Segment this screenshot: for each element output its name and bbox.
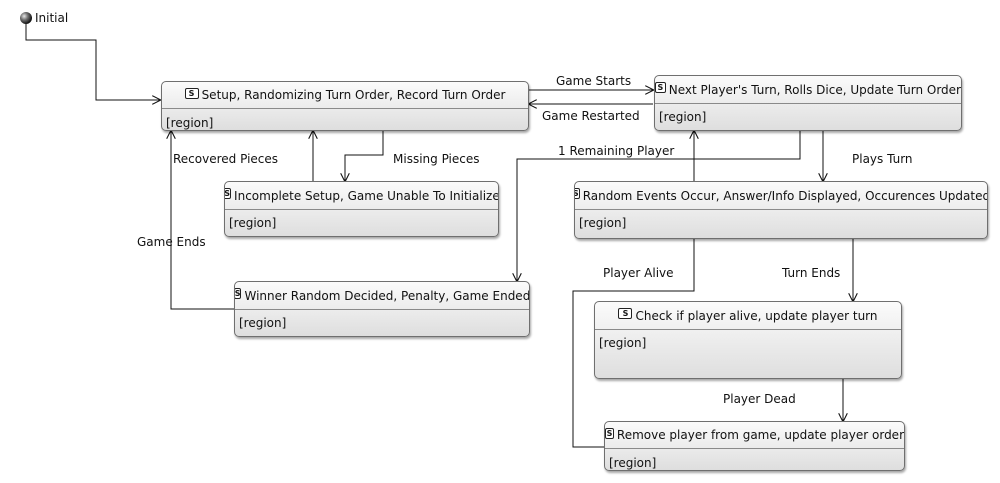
state-remove-player[interactable]: S Remove player from game, update player… xyxy=(604,421,905,471)
state-machine-icon: S xyxy=(225,188,232,199)
state-winner[interactable]: S Winner Random Decided, Penalty, Game E… xyxy=(234,281,530,337)
transition-label-plays-turn[interactable]: Plays Turn xyxy=(852,152,913,166)
transition-label-recovered-pieces[interactable]: Recovered Pieces xyxy=(173,152,279,166)
transition-label-player-dead[interactable]: Player Dead xyxy=(723,392,796,406)
edge-initial-to-setup[interactable] xyxy=(25,24,160,100)
state-title: Setup, Randomizing Turn Order, Record Tu… xyxy=(201,88,506,102)
state-region: [region] xyxy=(599,336,647,350)
transition-label-player-alive[interactable]: Player Alive xyxy=(603,266,674,280)
state-region: [region] xyxy=(166,116,214,130)
state-machine-icon: S xyxy=(184,87,199,99)
state-title: Remove player from game, update player o… xyxy=(616,428,904,442)
state-incomplete[interactable]: S Incomplete Setup, Game Unable To Initi… xyxy=(224,181,499,237)
edge-one-remaining[interactable] xyxy=(517,131,801,281)
state-title: Winner Random Decided, Penalty, Game End… xyxy=(244,288,529,303)
state-region: [region] xyxy=(659,110,707,124)
state-region: [region] xyxy=(609,456,657,470)
transition-label-missing-pieces[interactable]: Missing Pieces xyxy=(393,152,480,166)
state-next-turn[interactable]: S Next Player's Turn, Rolls Dice, Update… xyxy=(654,75,962,131)
initial-node[interactable] xyxy=(20,12,32,24)
state-region: [region] xyxy=(579,216,627,230)
state-machine-icon: S xyxy=(575,188,580,199)
initial-label: Initial xyxy=(35,11,69,25)
state-machine-icon: S xyxy=(618,308,633,319)
transition-label-one-remaining[interactable]: 1 Remaining Player xyxy=(558,144,675,158)
state-region: [region] xyxy=(239,316,287,330)
state-random-events[interactable]: S Random Events Occur, Answer/Info Displ… xyxy=(574,181,988,239)
state-machine-icon: S xyxy=(235,288,242,299)
edge-game-ends[interactable] xyxy=(171,131,234,310)
state-title: Check if player alive, update player tur… xyxy=(635,308,878,323)
transition-label-game-ends[interactable]: Game Ends xyxy=(137,235,206,249)
state-region: [region] xyxy=(229,216,277,230)
transition-label-turn-ends[interactable]: Turn Ends xyxy=(782,266,841,280)
edge-player-alive[interactable] xyxy=(572,131,694,448)
state-title: Random Events Occur, Answer/Info Display… xyxy=(582,188,987,203)
state-title: Incomplete Setup, Game Unable To Initial… xyxy=(234,188,498,203)
transition-label-game-starts[interactable]: Game Starts xyxy=(556,74,632,88)
state-check-alive[interactable]: S Check if player alive, update player t… xyxy=(594,301,902,379)
edge-missing-pieces[interactable] xyxy=(345,131,384,181)
state-title: Next Player's Turn, Rolls Dice, Update T… xyxy=(668,82,961,97)
state-machine-icon: S xyxy=(655,82,666,93)
state-machine-icon: S xyxy=(605,427,614,439)
transition-label-game-restarted[interactable]: Game Restarted xyxy=(542,109,640,123)
state-setup[interactable]: S Setup, Randomizing Turn Order, Record … xyxy=(161,81,529,131)
